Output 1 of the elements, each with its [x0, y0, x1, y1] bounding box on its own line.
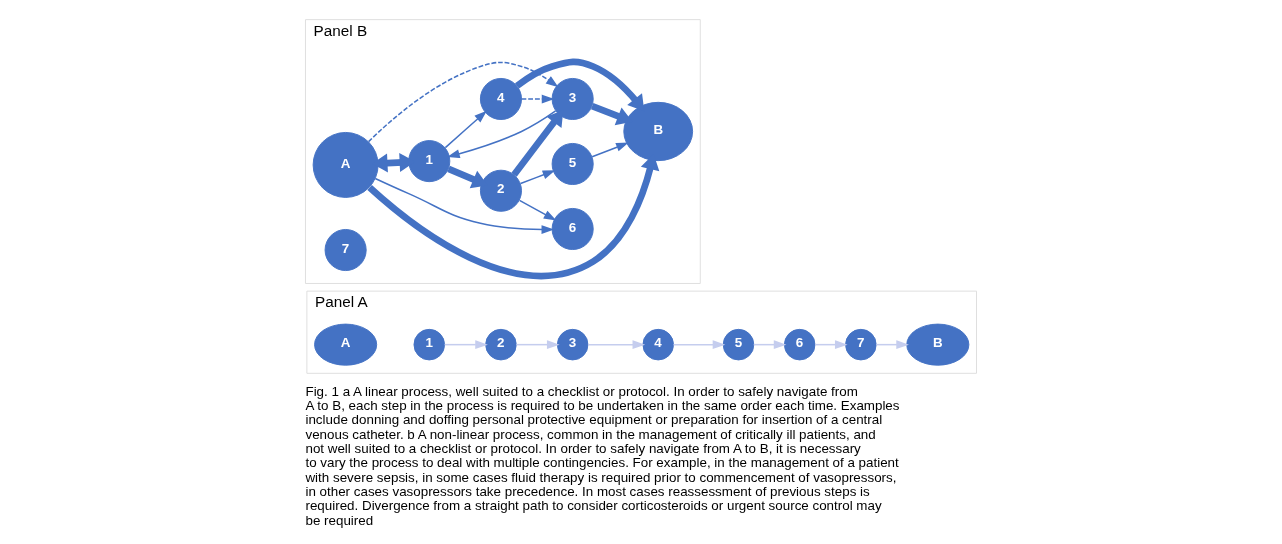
caption: Fig. 1 a A linear process, well suited to a checklist or protocol. In order to safely navigate from A to B, each step in the process is required to be undertaken in the same order each time. Examples include donning and doffing personal protective equipment or preparation for insertion of a central venous catheter. b A non-linear process, common in the management of critically ill patients, and not well suited to a checklist or protocol. In order to safely navigate from A to B, it is necessary to vary the process to deal with multiple contingencies. For example, in the management of a patient with severe sepsis, in some cases fluid therapy is required prior to commencement of vasopressors, in other cases vasopressors take precedence. In most cases reassessment of previous steps is required. Divergence from a straight path to consider corticosteroids or urgent source control may be required [305, 383, 900, 528]
